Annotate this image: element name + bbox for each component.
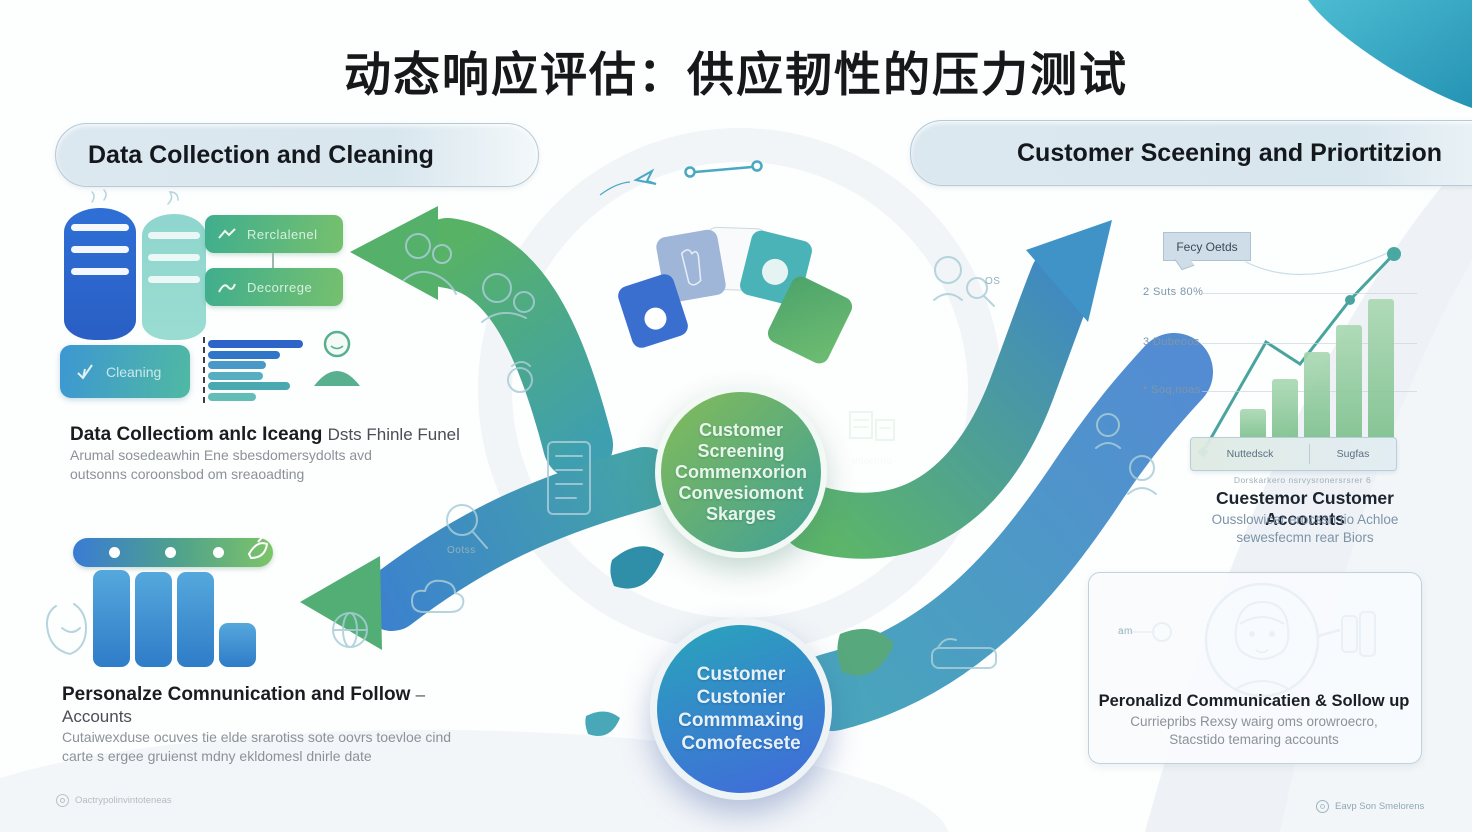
gridline [1202,343,1417,344]
axis-label-3: * Soq,noas [1143,384,1201,396]
circle-line: Comofecsete [681,733,801,754]
vbar [177,572,214,667]
person-icon-left [314,330,360,386]
footer-right-label: Eavp Son Smelorens [1335,801,1425,812]
vbar [219,623,256,667]
section1-body2: outsonns coroonsbod om sreaoadting [70,465,305,482]
strip-segment-2: Sugfas [1336,448,1370,460]
plane-icon [599,168,657,196]
button-decorrege: Decorrege [205,268,343,306]
card-fan [618,226,853,364]
center-circle-communication: Customer Custonier Commmaxing Comofecset… [650,618,832,800]
sketch-label-edornno: edornno [852,456,893,467]
sketch-doodles [46,189,1395,669]
followup-heading: Peronalizd Communicatien & Sollow up [1098,692,1410,710]
hbar-axis [203,337,205,403]
hbar [208,340,303,348]
growth-bar [1240,409,1266,437]
axis-label-2: 3 Dubeoos [1143,336,1200,348]
sketch-label-am: am [1118,626,1133,637]
button-cleaning-label: Cleaning [106,363,162,380]
header-left-label: Data Collection and Cleaning [88,140,434,169]
database-cylinder-blue-icon [64,208,136,340]
center-circle-screening: Customer Screening Commenxorion Convesio… [655,386,827,558]
circle-line: Customer [696,664,786,685]
card-green [767,276,853,364]
sketch-label-ootss: Ootss [447,545,476,556]
gridline [1202,293,1417,294]
section1-heading2: Dsts Fhinle Funel [327,425,460,444]
growth-bar-chart [1240,299,1400,437]
button-cleaning: Cleaning [60,345,190,398]
footer-right: Eavp Son Smelorens [1316,800,1424,813]
database-cylinder-teal-icon [142,214,206,340]
circle-line: Commenxorion [674,461,807,482]
arrow-bottom-left [300,447,676,650]
section2-heading: Personalze Comnunication and Follow [62,684,411,705]
sketch-label-os: OS [985,276,1001,287]
checkmark-icon [77,363,93,380]
leaf-doodle-icon [247,535,269,560]
customer-accounts-heading: Cuestemor Customer Accounts [1216,488,1394,529]
button-rerclalenel: Rerclalenel [205,215,343,253]
growth-bar [1336,325,1362,437]
circle-line: Customer [698,419,783,440]
section-data-collection-text: Data Collectiom anlc Iceang Dsts Fhinle … [70,424,470,483]
growth-bar [1304,352,1330,437]
hbar [208,392,256,401]
customer-accounts-body1: Ousslowicer erocssn tio Achloe [1211,512,1399,527]
section2-body2: carte s ergee gruienst mdny ekldomesl dn… [62,747,372,764]
header-customer-screening: Customer Sceening and Priortitzion [910,120,1472,186]
connector-line [684,160,763,178]
fecy-tag: Fecy Oetds [1163,232,1251,261]
section2-body1: Cutaiwexduse ocuves tie elde srarotiss s… [62,729,452,745]
section-personalize-text: Personalze Comnunication and Follow – Ac… [62,684,492,765]
circle-line: Screening [697,440,785,461]
vbar [93,570,130,667]
corner-teal-shape [1308,0,1472,108]
followup-body2: Stacstido temaring accounts [1169,732,1339,747]
hbar [208,361,266,369]
followup-box [1088,572,1422,764]
header-data-collection: Data Collection and Cleaning [55,123,539,187]
followup-body1: Curriepribs Rexsy wairg oms orowroecro, [1130,714,1378,729]
vbar [135,572,172,667]
button-decorrege-label: Decorrege [247,279,313,295]
widget-strip [73,535,273,567]
circle-line: Commmaxing [678,710,804,731]
arrow-right-up [779,220,1112,559]
refresh-icon [1316,800,1329,813]
customer-accounts-body2: sewesfecmn rear Biors [1236,530,1374,545]
circle-line: Convesiomont [678,482,804,503]
hbar [208,371,263,380]
arrow-bottom-right [793,333,1213,731]
arrow-top-left [350,206,613,480]
copyright-icon [56,794,69,807]
vertical-bar-chart [93,570,273,667]
footer-left-label: Oactrypolinvintoteneas [75,795,172,806]
section1-body1: Arumal sosedeawhin Ene sbesdomersydolts … [70,447,372,463]
chart-strip: Nuttedsck Sugfas [1190,437,1397,471]
fecy-tag-label: Fecy Oetds [1176,239,1238,254]
hbar [208,350,280,359]
leaf-icons [585,546,894,736]
circle-line: Custonier [696,687,786,708]
button-rerclalenel-label: Rerclalenel [247,226,318,242]
horizontal-bar-chart [208,340,308,403]
page-title: 动态响应评估：供应韧性的压力测试 [344,48,1128,101]
growth-bar [1272,379,1298,437]
chart-line-icon [218,228,236,239]
section2-heading2: – Accounts [62,685,426,726]
header-right-label: Customer Sceening and Priortitzion [1017,138,1443,167]
button-connector [272,253,274,269]
chart-caption: Dorskarkero nsrvysronersrsrer 6 [1233,475,1372,485]
trend-icon [218,283,236,293]
section1-heading: Data Collectiom anlc Iceang [70,424,323,445]
growth-bar [1368,299,1394,437]
footer-left: Oactrypolinvintoteneas [56,794,172,807]
hbar [208,382,290,390]
axis-label-1: 2 Suts 80% [1143,286,1204,298]
strip-segment-1: Nuttedsck [1191,444,1310,464]
circle-line: Skarges [705,503,777,524]
